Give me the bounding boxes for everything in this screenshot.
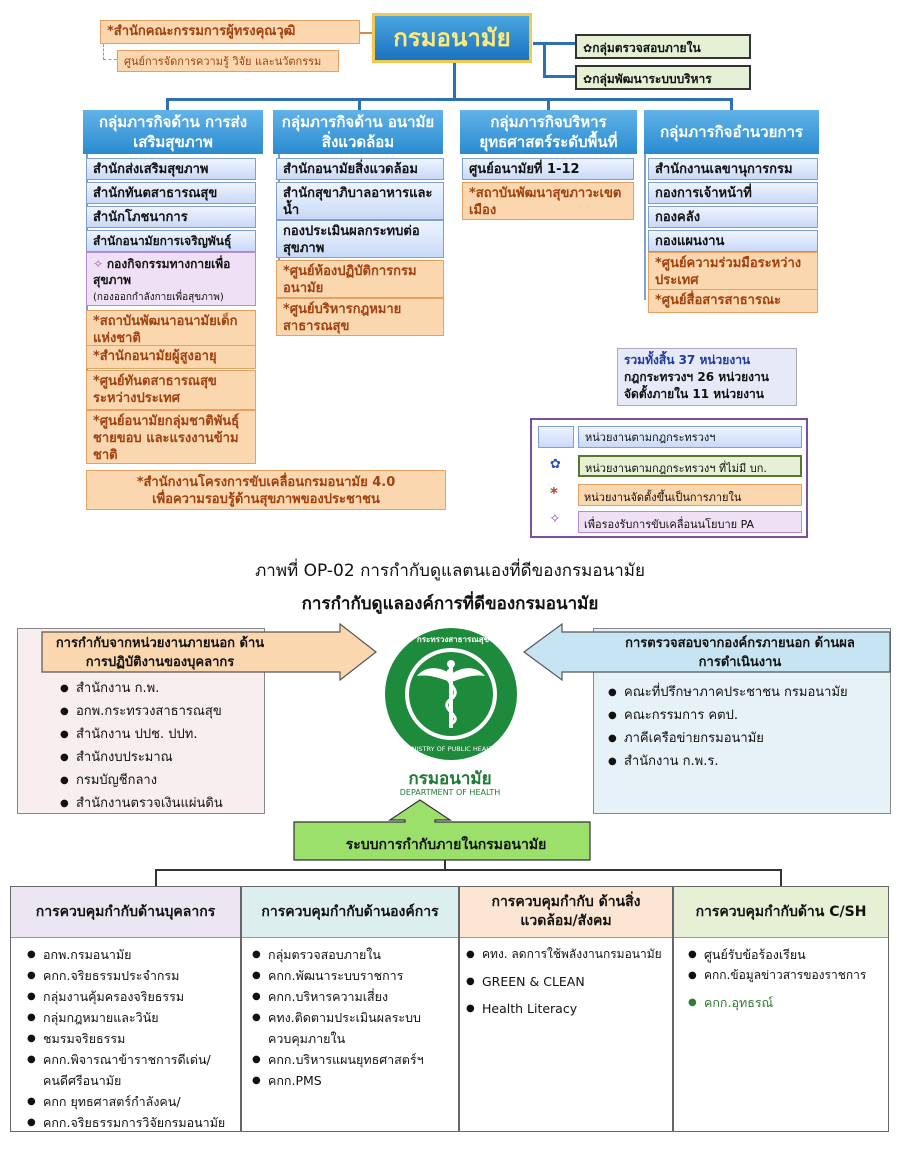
law-count: กฎกระทรวงฯ 26 หน่วยงาน: [624, 370, 769, 384]
list-item: คกก.อุทธรณ์: [688, 992, 884, 1013]
control-header: การควบคุมกำกับ ด้านสิ่งแวดล้อม/สังคม: [460, 887, 672, 938]
up-arrow: [293, 799, 591, 861]
list-item: กลุ่มงานคุ้มครองจริยธรรม: [27, 986, 240, 1007]
pa-unit-box: ✧ กองกิจกรรมทางกายเพื่อสุขภาพ (กองออกกำล…: [86, 252, 256, 306]
unit-item: กองการเจ้าหน้าที่: [648, 182, 818, 204]
figure-caption: ภาพที่ OP-02 การกำกับดูแลตนเองที่ดีของกร…: [255, 561, 645, 581]
internal-unit: *สำนักอนามัยผู้สูงอายุ: [86, 345, 256, 369]
legend: หน่วยงานตามกฎกระทรวงฯ ✿ หน่วยงานตามกฎกระ…: [530, 418, 808, 538]
internal-unit: *ศูนย์ความร่วมมือระหว่างประเทศ: [648, 252, 818, 290]
asterisk-icon: *: [550, 484, 558, 502]
list-item: คทง. ลดการใช้พลังงานกรมอนามัย: [466, 944, 668, 965]
internal-system-label: ระบบการกำกับภายในกรมอนามัย: [345, 837, 547, 853]
list-item: สำนักงาน ปปช. ปปท.: [60, 723, 223, 746]
dept40-project-office: *สำนักงานโครงการขับเคลื่อนกรมอนามัย 4.0 …: [86, 470, 446, 510]
list-item: คกก ยุทธศาสตร์กำลังคน/: [27, 1091, 240, 1112]
control-environment-society: การควบคุมกำกับ ด้านสิ่งแวดล้อม/สังคม คทง…: [459, 886, 673, 1132]
list-item: GREEN & CLEAN: [466, 971, 668, 992]
unit-item: สำนักสุขาภิบาลอาหารและน้ำ: [276, 182, 444, 220]
control-header: การควบคุมกำกับด้านบุคลากร: [11, 887, 240, 938]
knowledge-center-box: ศูนย์การจัดการความรู้ วิจัย และนวัตกรรม: [117, 50, 339, 72]
expert-committee-office: *สำนักคณะกรรมการผู้ทรงคุณวุฒิ: [100, 20, 360, 44]
unit-item: กองประเมินผลกระทบต่อสุขภาพ: [276, 220, 444, 258]
unit-item: สำนักอนามัยการเจริญพันธุ์: [86, 230, 256, 252]
unit-item: กองคลัง: [648, 206, 818, 228]
internal-audit-group: ✿กลุ่มตรวจสอบภายใน: [575, 34, 751, 59]
right-arrow: [41, 622, 377, 682]
list-item: สำนักงาน ก.พ.ร.: [608, 750, 848, 773]
admin-dev-group: ✿กลุ่มพัฒนาระบบบริหาร: [575, 65, 751, 90]
logo-name-en: DEPARTMENT OF HEALTH: [399, 788, 501, 797]
moph-logo: [385, 628, 517, 760]
column-header-health-promotion: กลุ่มภารกิจด้าน การส่งเสริมสุขภาพ: [83, 110, 263, 154]
legend-text: หน่วยงานตามกฎกระทรวงฯ: [578, 426, 802, 448]
department-title: กรมอนามัย: [372, 13, 532, 63]
legend-text: เพื่อรองรับการขับเคลื่อนนโยบาย PA: [578, 511, 802, 533]
unit-item: ศูนย์อนามัยที่ 1-12: [462, 158, 634, 180]
list-item: กลุ่มกฎหมายและวินัย: [27, 1007, 240, 1028]
list-item: คกก.พัฒนาระบบราชการ: [252, 965, 454, 986]
flower-icon: ✿: [583, 42, 593, 55]
list-item: คกก.พิจารณาข้าราชการดีเด่น/คนดีศรีอนามัย: [27, 1049, 240, 1091]
list-item: คกก.PMS: [252, 1070, 454, 1091]
sparkle-icon: ✧: [93, 257, 104, 271]
list-item: ภาคีเครือข่ายกรมอนามัย: [608, 727, 848, 750]
control-csh: การควบคุมกำกับด้าน C/SH ศูนย์รับข้อร้องเ…: [673, 886, 889, 1132]
logo-name-th: กรมอนามัย: [408, 769, 492, 789]
legend-text: หน่วยงานตามกฎกระทรวงฯ ที่ไม่มี บก.: [578, 455, 802, 477]
list-item: ศูนย์รับข้อร้องเรียน: [688, 944, 884, 965]
list-item: ชมรมจริยธรรม: [27, 1028, 240, 1049]
internal-unit: *สถาบันพัฒนาสุขภาวะเขตเมือง: [462, 182, 634, 220]
total-count: รวมทั้งสิ้น 37 หน่วยงาน: [624, 353, 751, 367]
list-item: คกก.จริยธรรมประจำกรม: [27, 965, 240, 986]
column-header-area-strategy: กลุ่มภารกิจบริหาร ยุทธศาสตร์ระดับพื้นที่: [460, 110, 637, 154]
list-item: สำนักงาน ก.พ.: [60, 677, 223, 700]
internal-unit: *ศูนย์อนามัยกลุ่มชาติพันธุ์ ชายขอบ และแร…: [86, 410, 256, 464]
internal-unit: *ศูนย์บริหารกฎหมายสาธารณสุข: [276, 298, 444, 336]
internal-count: จัดตั้งภายใน 11 หน่วยงาน: [624, 387, 764, 401]
list-item: คณะกรรมการ คตป.: [608, 704, 848, 727]
unit-item: กองแผนงาน: [648, 230, 818, 252]
external-left-title: การกำกับจากหน่วยงานภายนอก ด้านการปฏิบัติ…: [55, 636, 265, 670]
list-item: คทง.ติดตามประเมินผลระบบควบคุมภายใน: [252, 1007, 454, 1049]
list-item: กรมบัญชีกลาง: [60, 769, 223, 792]
unit-item: สำนักโภชนาการ: [86, 206, 256, 228]
unit-item: สำนักอนามัยสิ่งแวดล้อม: [276, 158, 444, 180]
list-item: สำนักงานตรวจเงินแผ่นดิน: [60, 792, 223, 815]
list-item: คกก.จริยธรรมการวิจัยกรมอนามัย: [27, 1112, 240, 1133]
list-item: คกก.บริหารความเสี่ยง: [252, 986, 454, 1007]
column-header-admin: กลุ่มภารกิจอำนวยการ: [644, 110, 819, 154]
unit-item: สำนักงานเลขานุการกรม: [648, 158, 818, 180]
control-header: การควบคุมกำกับด้านองค์การ: [242, 887, 458, 938]
left-arrow: [522, 622, 891, 682]
internal-unit: *ศูนย์ห้องปฏิบัติการกรมอนามัย: [276, 260, 444, 298]
list-item: สำนักงบประมาณ: [60, 746, 223, 769]
logo-ring-top: กระทรวงสาธารณสุข: [416, 635, 490, 644]
control-personnel: การควบคุมกำกับด้านบุคลากร อกพ.กรมอนามัย …: [10, 886, 241, 1133]
list-item: อกพ.กรมอนามัย: [27, 944, 240, 965]
control-organization: การควบคุมกำกับด้านองค์การ กลุ่มตรวจสอบภา…: [241, 886, 459, 1132]
sparkle-icon: ✧: [549, 511, 561, 527]
internal-unit: *ศูนย์ทันตสาธารณสุขระหว่างประเทศ: [86, 370, 256, 410]
list-item: คณะที่ปรึกษาภาคประชาชน กรมอนามัย: [608, 681, 848, 704]
unit-item: สำนักส่งเสริมสุขภาพ: [86, 158, 256, 180]
external-right-title: การตรวจสอบจากองค์กรภายนอก ด้านผลการดำเนิ…: [625, 636, 855, 670]
list-item: กลุ่มตรวจสอบภายใน: [252, 944, 454, 965]
section-title: การกำกับดูแลองค์การที่ดีของกรมอนามัย: [301, 594, 599, 614]
list-item: คกก.ข้อมูลข่าวสารของราชการ: [688, 965, 884, 986]
flower-icon: ✿: [550, 457, 561, 472]
control-header: การควบคุมกำกับด้าน C/SH: [674, 887, 888, 938]
list-item: Health Literacy: [466, 998, 668, 1019]
unit-item: สำนักทันตสาธารณสุข: [86, 182, 256, 204]
flower-icon: ✿: [583, 73, 593, 86]
internal-unit: *ศูนย์สื่อสารสาธารณะ: [648, 289, 818, 313]
list-item: คกก.บริหารแผนยุทธศาสตร์ฯ: [252, 1049, 454, 1070]
list-item: อกพ.กระทรวงสาธารณสุข: [60, 700, 223, 723]
unit-summary: รวมทั้งสิ้น 37 หน่วยงาน กฎกระทรวงฯ 26 หน…: [617, 348, 797, 406]
legend-swatch-blue: [538, 426, 574, 448]
column-header-env-health: กลุ่มภารกิจด้าน อนามัยสิ่งแวดล้อม: [273, 110, 443, 154]
logo-ring-bottom: MINISTRY OF PUBLIC HEALTH: [404, 745, 498, 753]
internal-unit: *สถาบันพัฒนาอนามัยเด็กแห่งชาติ: [86, 310, 256, 350]
legend-text: หน่วยงานจัดตั้งขึ้นเป็นการภายใน: [578, 484, 802, 506]
